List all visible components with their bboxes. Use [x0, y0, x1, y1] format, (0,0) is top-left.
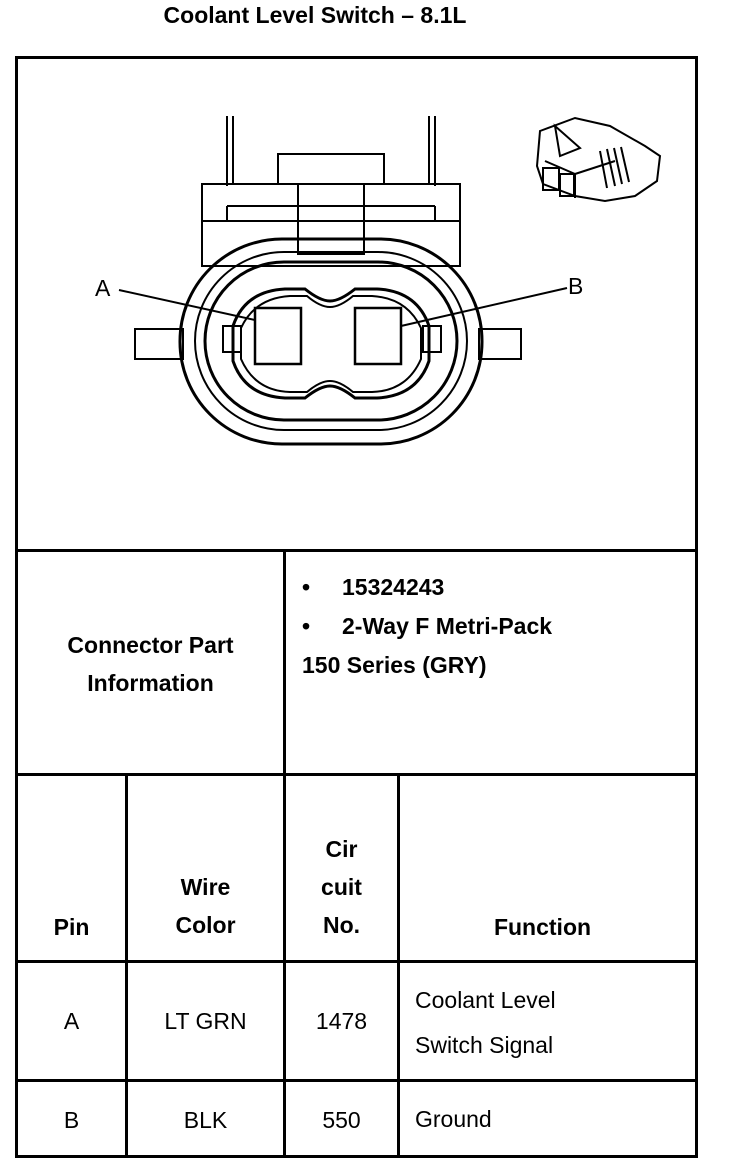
header-circuit-no: Cir cuit No. — [286, 830, 397, 944]
terminal-a — [253, 306, 303, 366]
bullet: • — [302, 574, 311, 600]
connector-details: • 15324243 • 2-Way F Metri-Pack 150 Series… — [302, 568, 552, 685]
part-number: 15324243 — [342, 574, 445, 600]
page-title: Coolant Level Switch – 8.1L — [163, 2, 467, 28]
bullet: • — [302, 613, 311, 639]
connector-info-label-line1: Connector Part — [67, 632, 234, 658]
side-tab-left — [134, 328, 184, 360]
header-circuit-line3: No. — [322, 912, 361, 938]
header-pin: Pin — [53, 914, 90, 940]
header-circuit-line1: Cir — [325, 836, 358, 862]
row-a-function-line1: Coolant Level — [415, 987, 556, 1013]
row-b-wire-color: BLK — [183, 1107, 228, 1133]
row-b-pin: B — [63, 1107, 80, 1133]
terminal-cavity — [231, 287, 431, 400]
row-a-function: Coolant Level Switch Signal — [415, 978, 556, 1068]
header-wire-line1: Wire — [180, 874, 231, 900]
divider-row-a — [15, 1079, 698, 1082]
row-a-pin: A — [63, 1008, 80, 1034]
divider-col-2 — [283, 549, 286, 1158]
pin-label-a: A — [95, 275, 111, 301]
row-b-function: Ground — [415, 1106, 492, 1132]
connector-description-line2: 150 Series (GRY) — [302, 652, 487, 678]
header-function: Function — [493, 914, 592, 940]
header-wire-color: Wire Color — [128, 868, 283, 944]
divider-col-1 — [125, 773, 128, 1158]
housing-top-sides — [226, 116, 436, 186]
row-a-circuit: 1478 — [315, 1008, 368, 1034]
housing-body — [201, 183, 461, 267]
pinout-table-frame — [15, 56, 698, 1158]
row-a-function-line2: Switch Signal — [415, 1032, 554, 1058]
divider-connector-info — [15, 773, 698, 776]
pin-label-b: B — [568, 273, 583, 299]
terminal-b — [353, 306, 403, 366]
divider-diagram — [15, 549, 698, 552]
leader-line-b — [400, 287, 568, 327]
connector-diagram: A B — [95, 116, 662, 446]
side-tab-right — [478, 328, 522, 360]
outer-seal — [178, 237, 484, 446]
divider-header — [15, 960, 698, 963]
connector-info-label: Connector Part Information — [18, 626, 283, 702]
row-b-circuit: 550 — [322, 1107, 361, 1133]
leader-line-a — [118, 289, 256, 321]
connector-info-label-line2: Information — [87, 670, 214, 696]
header-circuit-line2: cuit — [321, 874, 362, 900]
header-wire-line2: Color — [175, 912, 236, 938]
divider-col-3 — [397, 773, 400, 1158]
housing-latch — [277, 153, 385, 185]
connector-thumbnail — [535, 116, 662, 203]
connector-description-line1: 2-Way F Metri-Pack — [342, 613, 553, 639]
row-a-wire-color: LT GRN — [164, 1008, 247, 1034]
housing-latch-stem — [297, 183, 365, 255]
